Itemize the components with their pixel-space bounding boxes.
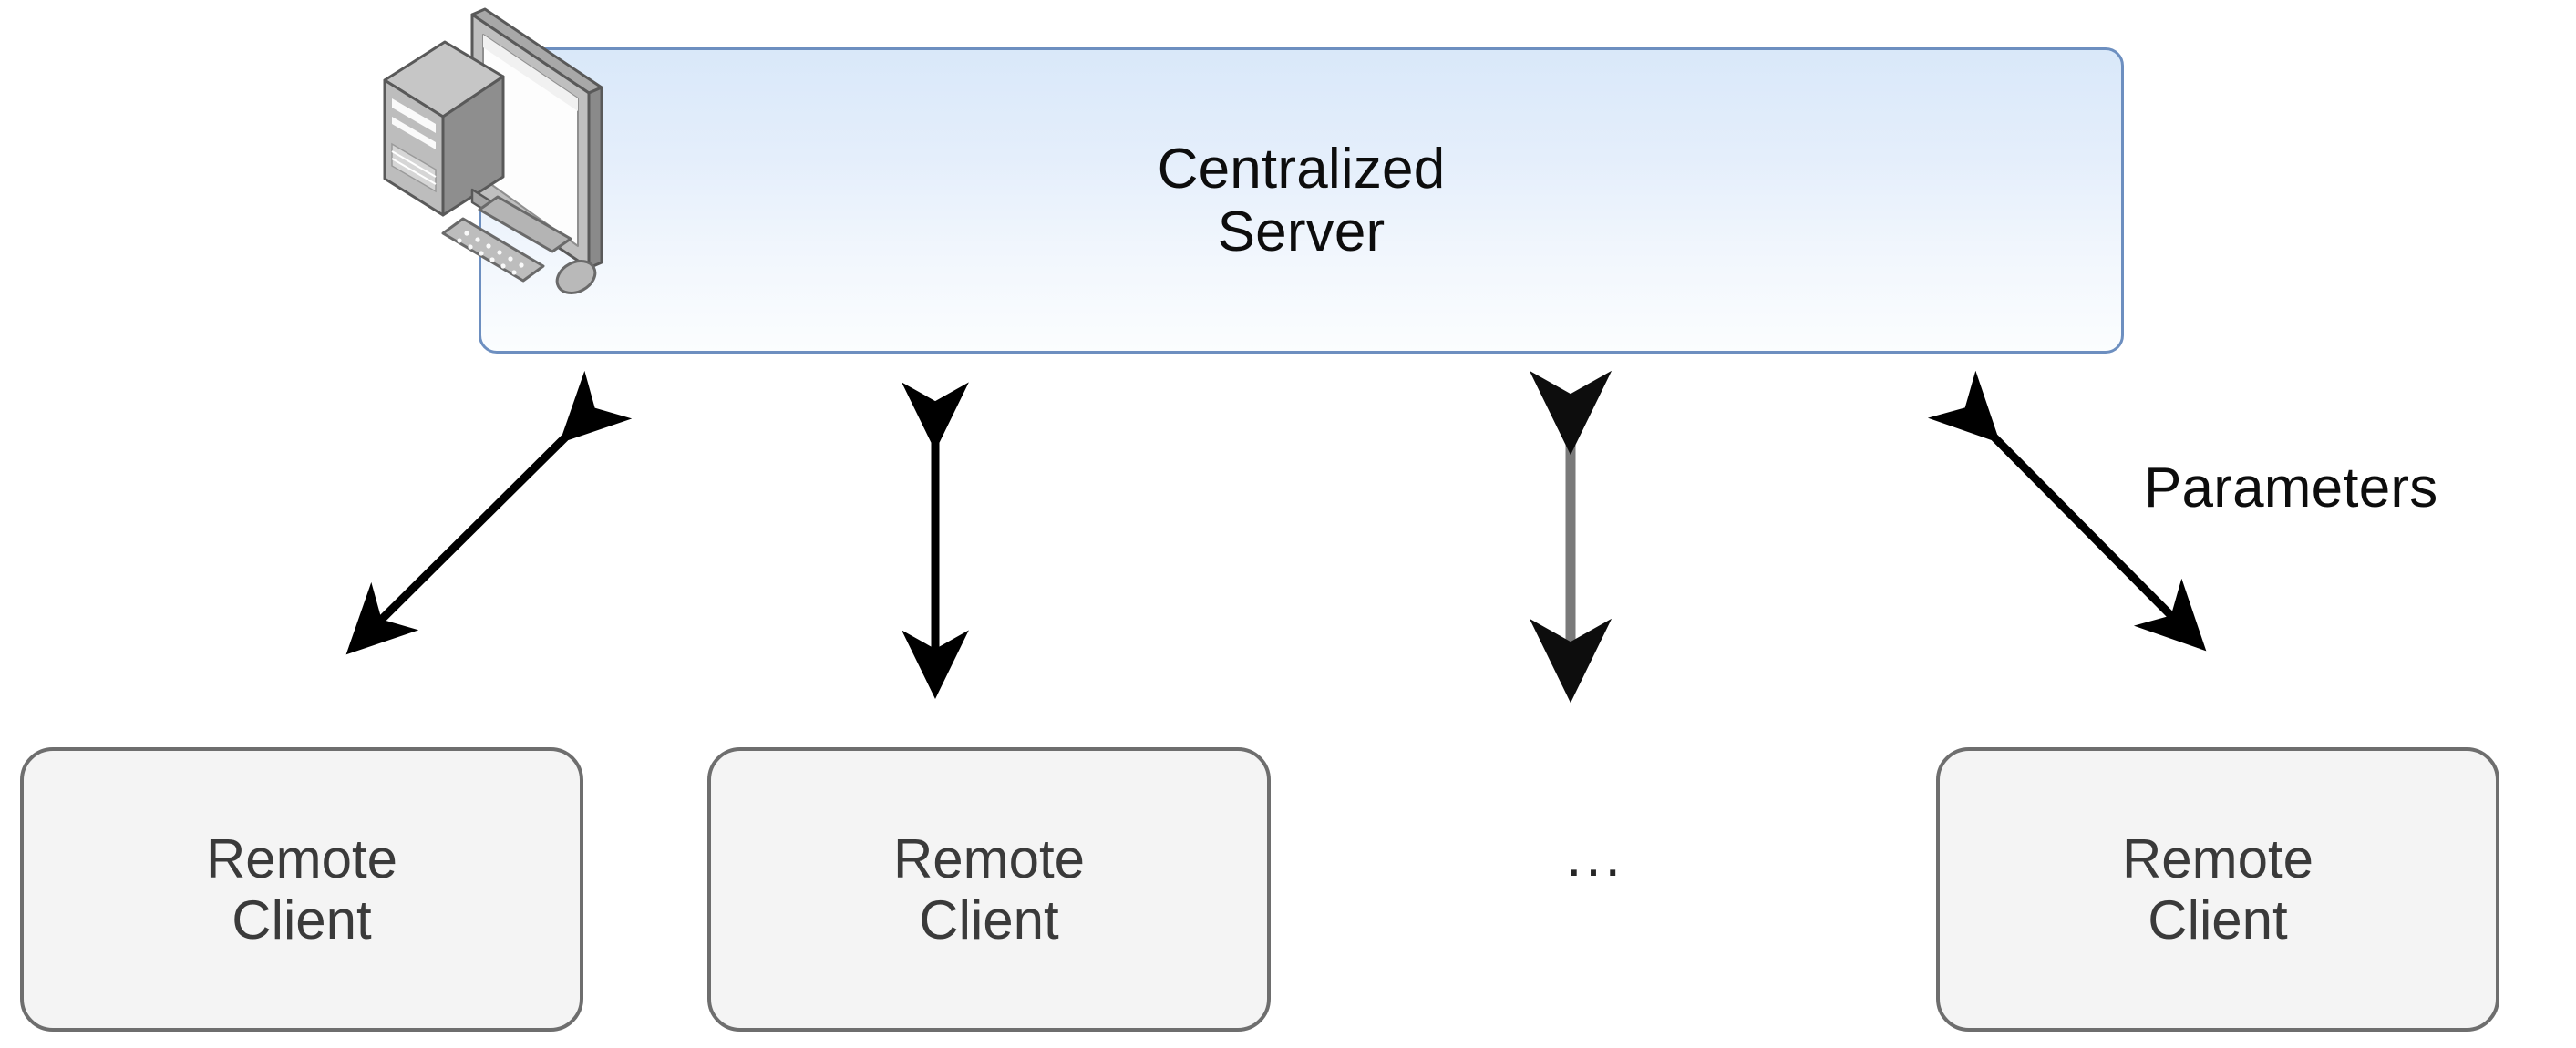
ellipsis-more-clients: ...	[1566, 826, 1624, 889]
remote-client-box-2[interactable]: Remote Client	[707, 747, 1271, 1032]
connector-diagonal-left	[345, 370, 633, 655]
parameters-label: Parameters	[2144, 457, 2438, 519]
remote-client-box-1[interactable]: Remote Client	[20, 747, 583, 1032]
client-3-label-line-1: Remote	[2121, 827, 2314, 889]
client-3-label-line-2: Client	[2148, 889, 2288, 950]
remote-client-box-3[interactable]: Remote Client	[1936, 747, 2499, 1032]
server-label-line-2: Server	[1217, 200, 1386, 263]
client-1-label-line-1: Remote	[205, 827, 398, 889]
desktop-computer-icon	[383, 7, 603, 295]
server-label-line-1: Centralized	[1157, 137, 1446, 200]
centralized-server-label: Centralized Server	[479, 47, 2124, 354]
centralized-server-box[interactable]	[479, 47, 2124, 354]
client-1-label-line-2: Client	[232, 889, 372, 950]
client-2-label-line-1: Remote	[892, 827, 1086, 889]
client-2-label-line-2: Client	[919, 889, 1059, 950]
